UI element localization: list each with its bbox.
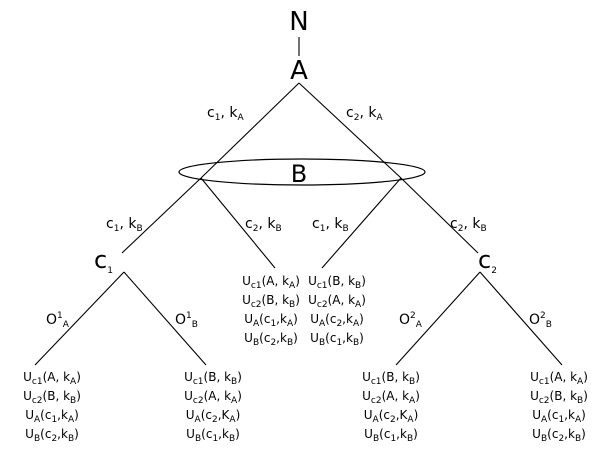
edge-label-c1-left: O1A	[46, 311, 70, 330]
payoff-line: Uc2(B, kB)	[530, 389, 588, 406]
edge-label-c1-right: O1B	[175, 311, 198, 330]
edge-label-b2-right: c2, kB	[450, 216, 487, 234]
payoff-line: UA(c2,KA)	[186, 408, 241, 425]
edge-a-left	[200, 82, 300, 179]
payoff-line: UB(c2,kB)	[25, 427, 79, 444]
leaf-payoffs-2: Uc1(B, kB) Uc2(A, kA) UA(c2,KA) UB(c1,kB)	[184, 370, 242, 444]
edge-c2-right	[479, 271, 563, 366]
payoff-leaves: Uc1(A, kA)Uc2(B, kB)UA(c1,kA)UB(c2,kB)Uc…	[23, 274, 588, 444]
payoff-line: UA(c1,kA)	[244, 312, 298, 329]
payoff-line: Uc2(A, kA)	[184, 389, 242, 406]
edge-label-b2-left: c1, kB	[312, 216, 349, 234]
payoff-line: Uc1(B, kB)	[362, 370, 420, 387]
payoff-line: UA(c2,kA)	[310, 312, 364, 329]
information-set-ellipse	[178, 158, 426, 186]
payoff-line: Uc1(B, kB)	[184, 370, 242, 387]
payoff-line: UB(c1,kB)	[364, 427, 418, 444]
edge-b1-right	[200, 177, 276, 269]
edge-b2-right	[400, 177, 479, 254]
node-player-a: A	[290, 56, 308, 86]
edge-label-c2-left: O2A	[399, 311, 423, 330]
payoff-line: Uc1(A, kA)	[23, 370, 81, 387]
edge-label-a-left: c1, kA	[207, 105, 244, 123]
payoff-line: UB(c1,kB)	[310, 331, 364, 348]
payoff-line: UB(c1,kB)	[186, 427, 240, 444]
edge-label-b1-right: c2, kB	[245, 216, 282, 234]
payoff-line: UA(c2,KA)	[364, 408, 419, 425]
node-nature: N	[289, 7, 308, 37]
payoff-line: Uc2(A, kA)	[362, 389, 420, 406]
edge-label-c2-right: O2B	[529, 311, 552, 330]
leaf-payoffs-5: Uc1(B, kB) Uc2(A, kA) UA(c2,KA) UB(c1,kB)	[362, 370, 420, 444]
payoff-line: UA(c1,kA)	[532, 408, 586, 425]
payoff-line: UA(c1,kA)	[25, 408, 79, 425]
payoff-line: Uc1(A, kA)	[242, 274, 300, 291]
leaf-payoffs-3: Uc1(A, kA) Uc2(B, kB) UA(c1,kA) UB(c2,kB)	[242, 274, 300, 348]
tree-edges	[34, 37, 563, 366]
node-player-b: B	[291, 160, 307, 188]
edge-c2-left	[395, 271, 481, 366]
edge-label-b1-left: c1, kB	[106, 216, 143, 234]
payoff-line: Uc1(A, kA)	[530, 370, 588, 387]
payoff-line: Uc2(B, kB)	[242, 293, 300, 310]
leaf-payoffs-6: Uc1(A, kA) Uc2(B, kB) UA(c1,kA) UB(c2,kB)	[530, 370, 588, 444]
edge-b2-left	[321, 177, 402, 269]
edge-a-right	[298, 82, 402, 179]
edge-b1-left	[121, 177, 202, 254]
payoff-line: Uc2(A, kA)	[308, 293, 366, 310]
payoff-line: Uc1(B, kB)	[308, 274, 366, 291]
edge-c1-right	[123, 271, 207, 366]
payoff-line: UB(c2,kB)	[532, 427, 586, 444]
node-chance-c2: c2	[478, 246, 497, 276]
edge-label-a-right: c2, kA	[346, 105, 383, 123]
leaf-payoffs-1: Uc1(A, kA) Uc2(B, kB) UA(c1,kA) UB(c2,kB)	[23, 370, 81, 444]
leaf-payoffs-4: Uc1(B, kB) Uc2(A, kA) UA(c2,kA) UB(c1,kB)	[308, 274, 366, 348]
edge-c1-left	[34, 271, 125, 366]
node-chance-c1: c1	[94, 246, 113, 276]
payoff-line: UB(c2,kB)	[244, 331, 298, 348]
payoff-line: Uc2(B, kB)	[23, 389, 81, 406]
